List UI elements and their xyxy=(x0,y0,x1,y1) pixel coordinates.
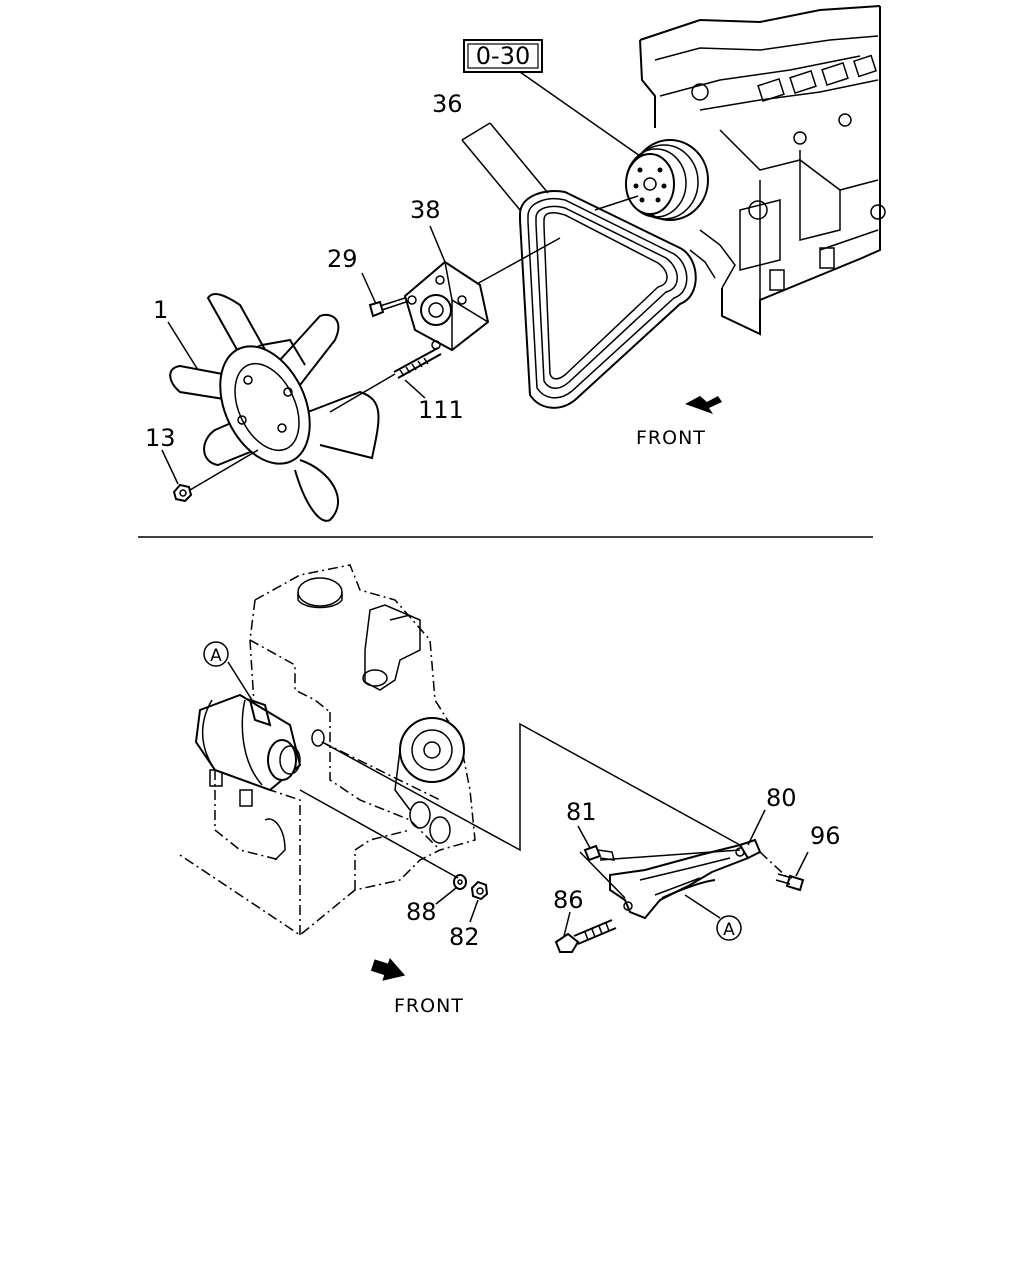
callout-111: 111 xyxy=(418,396,464,424)
stud-111 xyxy=(393,347,442,379)
engine-block-bottom xyxy=(179,564,476,936)
fan-pulley xyxy=(403,260,490,352)
adjusting-bracket xyxy=(609,838,762,920)
front-arrow-bottom xyxy=(370,957,406,981)
callout-82: 82 xyxy=(449,923,480,951)
callout-13: 13 xyxy=(145,424,176,452)
front-label-bottom: FRONT xyxy=(394,995,464,1017)
callout-38: 38 xyxy=(410,196,441,224)
front-label-top: FRONT xyxy=(636,427,706,449)
callout-81: 81 xyxy=(566,798,597,826)
circle-ref-a-left: A xyxy=(203,641,229,667)
front-arrow-top xyxy=(685,396,722,414)
callout-80: 80 xyxy=(766,784,797,812)
washer-88 xyxy=(453,874,467,890)
assembly-path xyxy=(321,722,741,852)
circle-ref-a-right-text: A xyxy=(723,920,735,940)
reference-box-text: 0-30 xyxy=(476,42,530,70)
circle-ref-a-left-text: A xyxy=(210,646,222,666)
reference-box: 0-30 xyxy=(463,39,543,73)
callout-96: 96 xyxy=(810,822,841,850)
nut-82 xyxy=(470,880,489,901)
callout-86: 86 xyxy=(553,886,584,914)
engine-block-top xyxy=(639,5,886,336)
crank-pulley xyxy=(625,139,709,221)
circle-ref-a-right: A xyxy=(716,915,742,941)
bolt-86 xyxy=(554,919,617,953)
fan-belt xyxy=(519,190,697,409)
nut-13 xyxy=(172,483,193,503)
callout-29: 29 xyxy=(327,245,358,273)
callout-1: 1 xyxy=(153,296,168,324)
callout-88: 88 xyxy=(406,898,437,926)
bolt-29 xyxy=(368,297,407,318)
cooling-fan xyxy=(169,293,380,522)
bolt-96 xyxy=(775,873,805,892)
alternator xyxy=(194,693,325,792)
callout-36: 36 xyxy=(432,90,463,118)
